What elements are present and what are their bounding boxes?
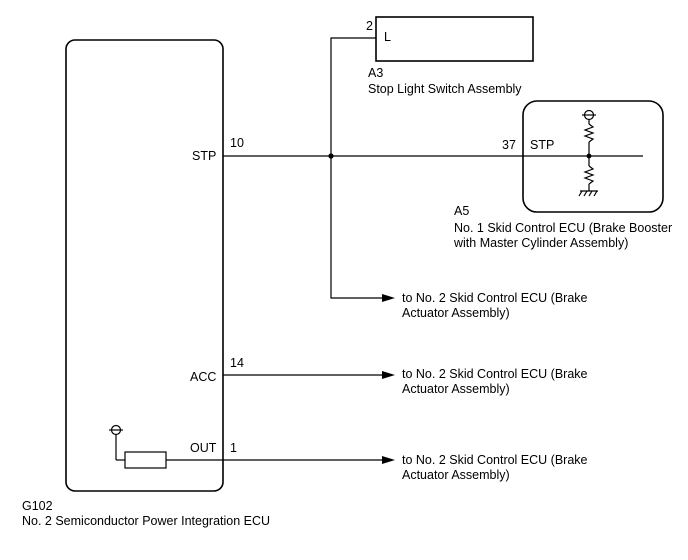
terminal-stp-label: STP bbox=[192, 149, 216, 163]
terminal-stp-pin: 10 bbox=[230, 136, 244, 150]
destination-1-line1: to No. 2 Skid Control ECU (Brake bbox=[402, 291, 588, 305]
terminal-acc-pin: 14 bbox=[230, 356, 244, 370]
out-internal-circuit bbox=[109, 424, 223, 469]
skid-ecu-booster-pin: 37 bbox=[502, 138, 516, 152]
stop-light-switch-box bbox=[375, 16, 534, 62]
ecu-g102-code: G102 bbox=[22, 499, 53, 513]
destination-3-line1: to No. 2 Skid Control ECU (Brake bbox=[402, 453, 588, 467]
stop-light-switch-terminal: L bbox=[384, 30, 391, 44]
ecu-g102-name: No. 2 Semiconductor Power Integration EC… bbox=[22, 514, 270, 528]
ground-icon bbox=[578, 190, 598, 197]
skid-ecu-booster-terminal: STP bbox=[530, 138, 554, 152]
skid-ecu-booster-name-line1: No. 1 Skid Control ECU (Brake Booster bbox=[454, 221, 672, 235]
ecu-g102-box bbox=[65, 39, 224, 492]
skid-ecu-booster-code: A5 bbox=[454, 204, 469, 218]
destination-1-line2: Actuator Assembly) bbox=[402, 306, 510, 320]
switch-feed-wire bbox=[330, 37, 382, 299]
stop-light-switch-pin: 2 bbox=[366, 19, 373, 33]
stop-light-switch-name: Stop Light Switch Assembly bbox=[368, 82, 522, 96]
resistor-icon bbox=[124, 451, 167, 469]
terminal-out-pin: 1 bbox=[230, 441, 237, 455]
resistor-icon bbox=[583, 165, 595, 185]
terminal-acc-label: ACC bbox=[190, 370, 216, 384]
arrow-icon bbox=[382, 294, 395, 302]
terminal-out-label: OUT bbox=[190, 441, 217, 455]
destination-2-line2: Actuator Assembly) bbox=[402, 382, 510, 396]
arrow-icon bbox=[382, 456, 395, 464]
stop-light-switch-code: A3 bbox=[368, 66, 383, 80]
destination-2-line1: to No. 2 Skid Control ECU (Brake bbox=[402, 367, 588, 381]
destination-3-line2: Actuator Assembly) bbox=[402, 468, 510, 482]
pullup-pulldown-network bbox=[578, 109, 598, 197]
arrow-icon bbox=[382, 371, 395, 379]
skid-ecu-booster-name-line2: with Master Cylinder Assembly) bbox=[453, 236, 628, 250]
resistor-icon bbox=[583, 123, 595, 143]
junction-dot bbox=[328, 153, 334, 159]
